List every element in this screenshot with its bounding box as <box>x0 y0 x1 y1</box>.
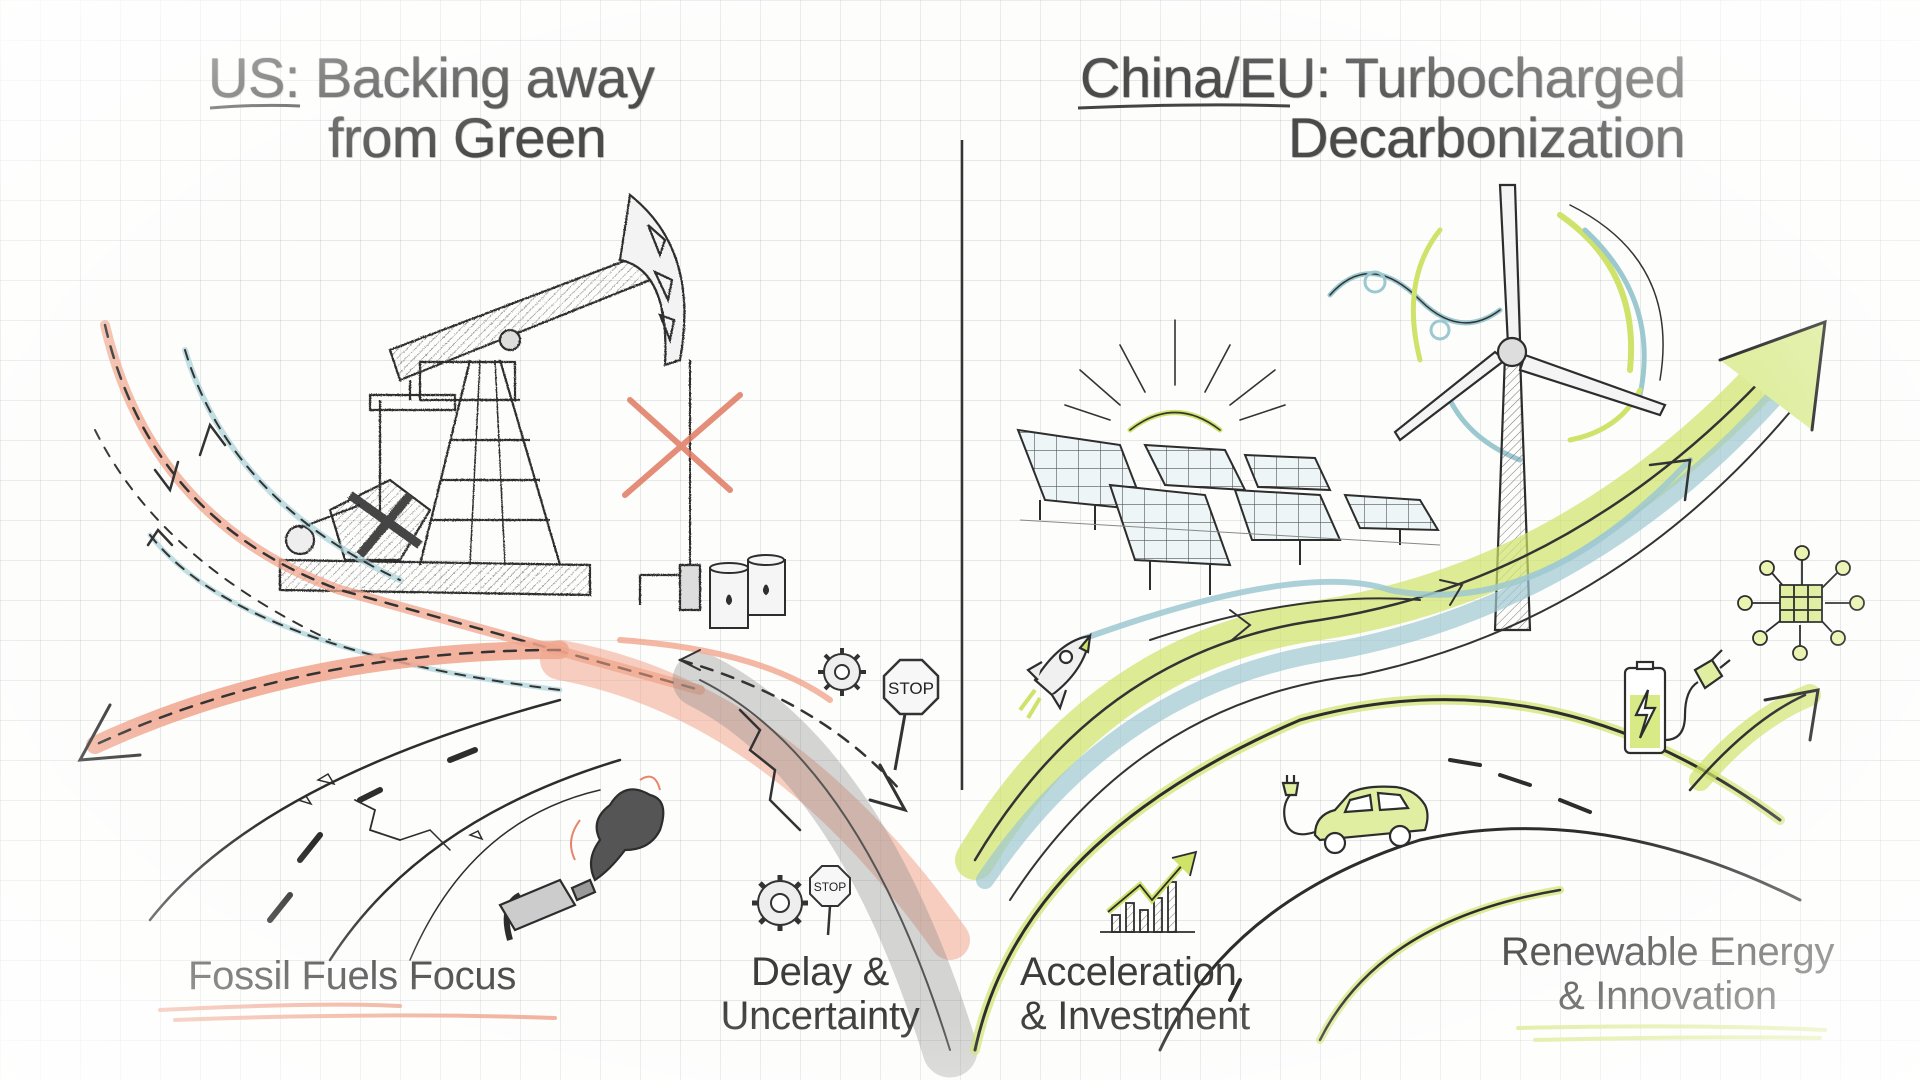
stop-sign-small-icon: STOP <box>809 865 851 936</box>
fossil-fuels-focus-label: Fossil Fuels Focus <box>188 954 517 998</box>
svg-text:STOP: STOP <box>888 679 934 698</box>
oil-barrels-icon <box>709 554 786 629</box>
svg-text:STOP: STOP <box>814 880 846 894</box>
battery-charging-icon <box>1623 660 1667 755</box>
sun-icon <box>1064 319 1286 433</box>
plug-icon <box>1664 649 1731 742</box>
acceleration-investment-label: Acceleration & Investment <box>1020 950 1250 1038</box>
fossil-fuels-underline <box>158 1002 557 1022</box>
growth-bar-chart-icon <box>1100 850 1198 933</box>
stop-sign-large-icon: STOP <box>882 658 940 771</box>
cracked-road-left <box>148 698 622 962</box>
electric-car-icon <box>1281 775 1429 855</box>
renewable-energy-innovation-label: Renewable Energy & Innovation <box>1500 930 1835 1018</box>
solar-panels-icon <box>1016 428 1441 595</box>
wind-swirls-icon <box>1327 204 1664 463</box>
renewable-energy-underline <box>1516 1024 1827 1042</box>
solar-network-icon <box>1737 545 1865 661</box>
red-x-mark-icon <box>622 392 743 498</box>
delay-uncertainty-label: Delay & Uncertainty <box>720 950 920 1038</box>
gear-icon-small <box>752 875 808 931</box>
gear-icon-large <box>818 648 866 696</box>
left-panel-title: US: Backing away from Green <box>208 46 655 169</box>
right-panel-title: China/EU: Turbocharged Decarbonization <box>1080 46 1686 169</box>
exhaust-pipe-smoke-icon <box>498 775 665 941</box>
